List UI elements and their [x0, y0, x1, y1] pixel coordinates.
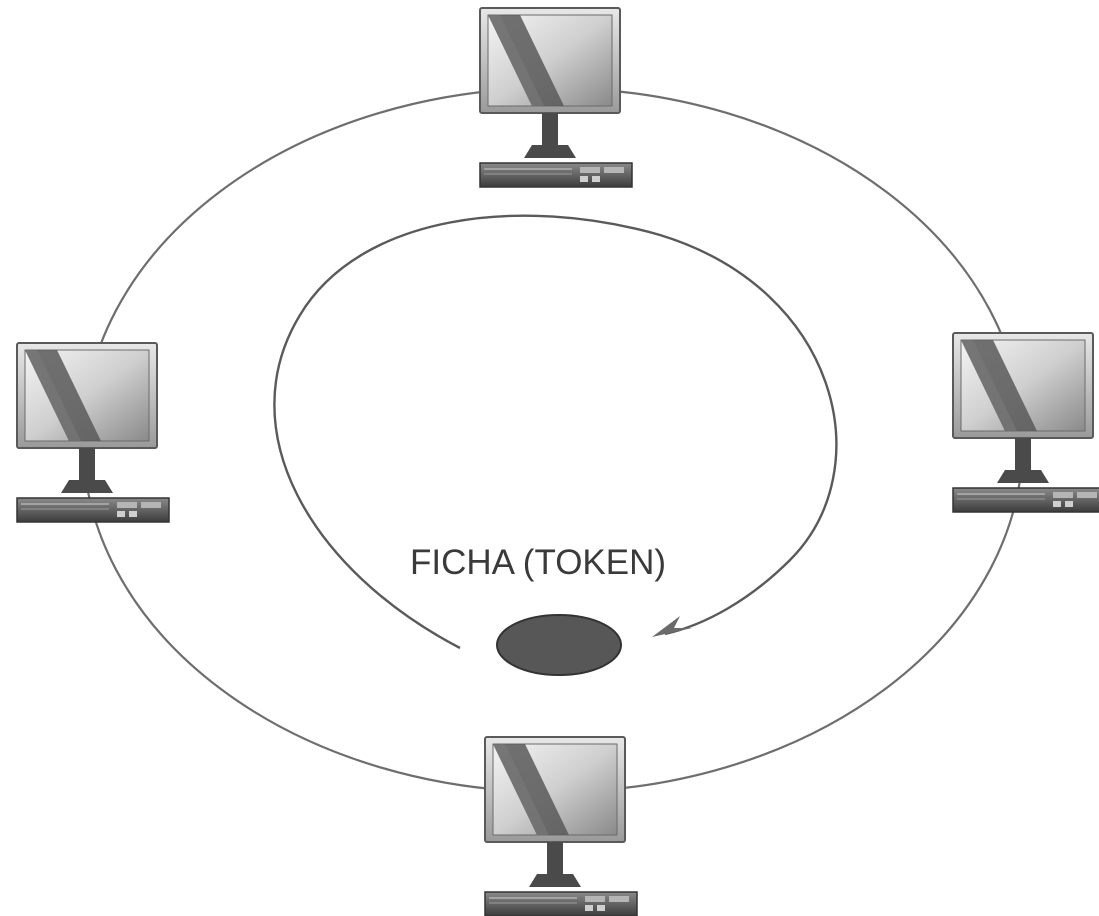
- token-flow-arrowhead: [652, 616, 692, 637]
- computer-top-icon: [479, 7, 633, 188]
- computer-bottom-icon: [484, 736, 638, 916]
- computer-left-icon: [16, 342, 170, 523]
- token-flow-arc: [273, 214, 838, 650]
- computer-right-icon: [952, 332, 1099, 513]
- token-label: FICHA (TOKEN): [410, 543, 666, 582]
- token-oval: [496, 614, 622, 676]
- outer-ring: [81, 86, 1025, 794]
